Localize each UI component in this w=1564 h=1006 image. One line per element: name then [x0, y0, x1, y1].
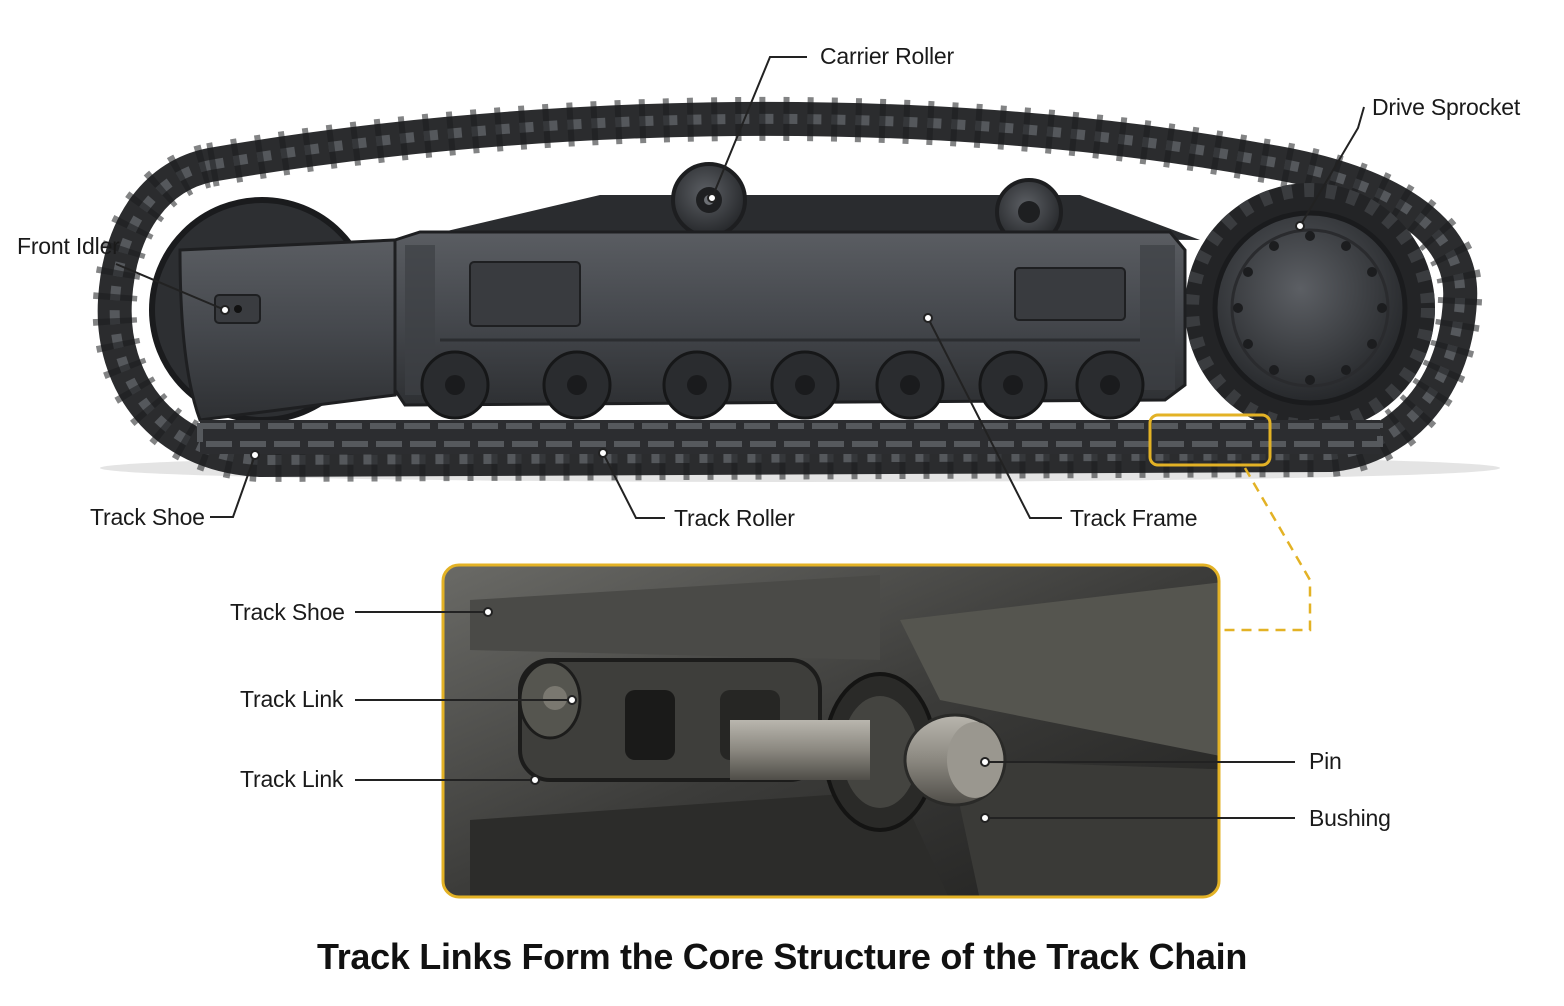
leader-dots [220, 193, 1305, 460]
label-drive-sprocket: Drive Sprocket [1372, 94, 1521, 120]
lower-chain-links [197, 420, 1383, 454]
label-track-frame: Track Frame [1070, 505, 1198, 531]
detail-panel [441, 563, 1221, 899]
label-detail-track-link-upper: Track Link [240, 686, 344, 712]
diagram-caption: Track Links Form the Core Structure of t… [316, 936, 1248, 977]
label-track-shoe: Track Shoe [90, 504, 205, 530]
detail-leader-lines [355, 611, 1295, 819]
detail-leader-dots [483, 607, 990, 823]
drive-sprocket [1185, 183, 1435, 433]
label-detail-bushing: Bushing [1309, 805, 1391, 831]
label-carrier-roller: Carrier Roller [820, 43, 954, 69]
highlight-box [1148, 413, 1312, 632]
label-detail-track-shoe: Track Shoe [230, 599, 345, 625]
track-chain [92, 96, 1483, 483]
front-idler [149, 197, 397, 423]
carrier-roller-right [995, 178, 1063, 246]
label-detail-track-link-lower: Track Link [240, 766, 344, 792]
label-detail-pin: Pin [1309, 748, 1342, 774]
leader-lines [115, 56, 1365, 519]
track-roller-hubs [445, 375, 1120, 395]
label-track-roller: Track Roller [674, 505, 795, 531]
label-front-idler: Front Idler [17, 233, 120, 259]
